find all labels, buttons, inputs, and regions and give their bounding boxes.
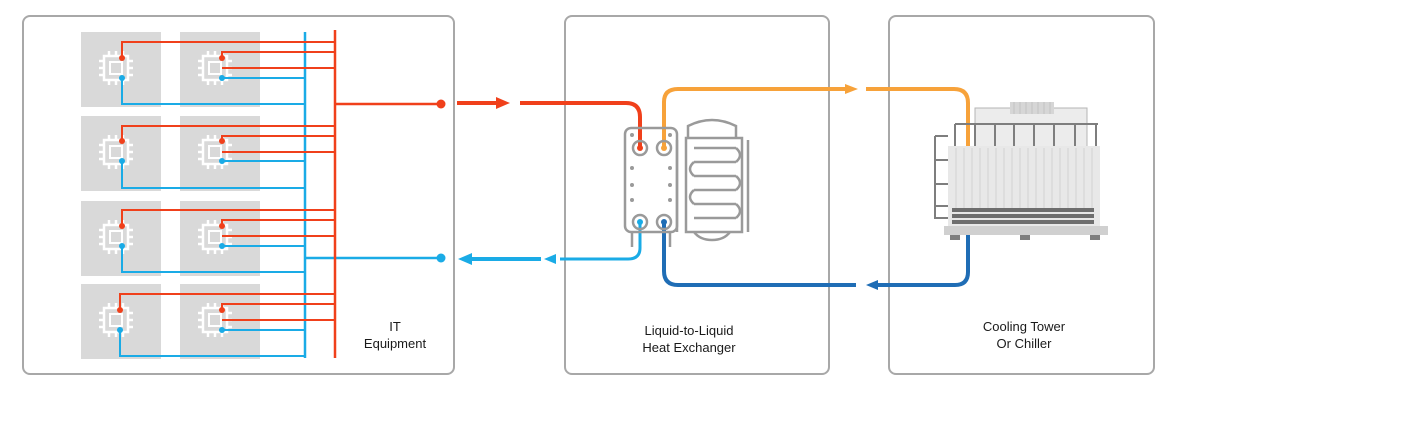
hx-label-line2: Heat Exchanger [642,340,736,355]
hx-label-line1: Liquid-to-Liquid [644,323,734,338]
heat-exchanger-label: Liquid-to-Liquid Heat Exchanger [609,322,769,356]
hot-pipe-to-hx [457,97,642,148]
it-label-line2: Equipment [363,336,427,351]
heat-exchanger-icon [623,118,750,247]
tower-label-line2: Or Chiller [996,336,1052,351]
cooling-tower-label: Cooling Tower Or Chiller [944,318,1104,352]
cold-pipe-to-it [458,222,642,265]
it-label-line1: IT [389,319,401,334]
cold-supply-branches [119,32,440,358]
hot-return-branches [119,30,440,358]
it-equipment-label: IT Equipment [355,318,435,352]
warm-pipe-to-tower [662,84,970,148]
cool-pipe-to-hx [662,222,970,290]
tower-label-line1: Cooling Tower [982,319,1066,334]
heat-exchanger-panel [564,15,830,375]
cooling-tower-icon [934,102,1108,240]
